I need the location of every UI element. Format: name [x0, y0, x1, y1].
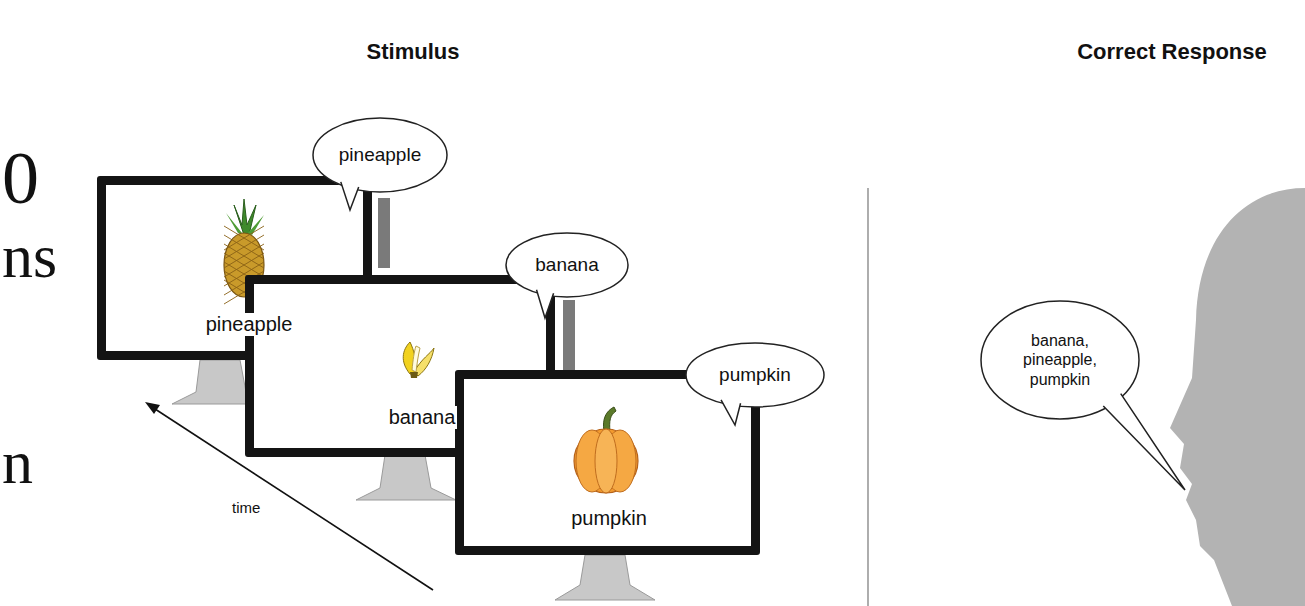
screen-word: banana [387, 406, 458, 429]
speech-bubble: pineapple [312, 117, 448, 193]
monitor-pole [378, 198, 390, 268]
speech-bubble: banana [505, 232, 629, 298]
cut-off-text: n [2, 428, 33, 496]
monitor-base [356, 455, 456, 500]
arrow-head [145, 402, 160, 414]
monitor-base [555, 555, 655, 600]
cut-off-text: 0 [2, 138, 39, 219]
axis-label: time [232, 500, 260, 517]
screen-word: pineapple [204, 313, 295, 336]
banana-icon [403, 342, 434, 378]
bubble-text: pumpkin [719, 364, 791, 387]
head-silhouette [1170, 188, 1305, 606]
screen-word: pumpkin [569, 507, 649, 530]
column-heading: Stimulus [367, 40, 460, 64]
bubble-text: pineapple [339, 144, 421, 167]
bubble-text: banana, pineapple, pumpkin [1004, 331, 1116, 389]
bubble-text: banana [535, 254, 598, 277]
monitor-pole [563, 300, 575, 370]
pumpkin-icon [574, 407, 638, 493]
cut-off-text: ns [2, 222, 57, 290]
column-heading: Correct Response [1077, 40, 1267, 64]
speech-bubble: banana, pineapple, pumpkin [980, 300, 1140, 420]
speech-bubble: pumpkin [685, 342, 825, 408]
divider-line [867, 188, 868, 606]
